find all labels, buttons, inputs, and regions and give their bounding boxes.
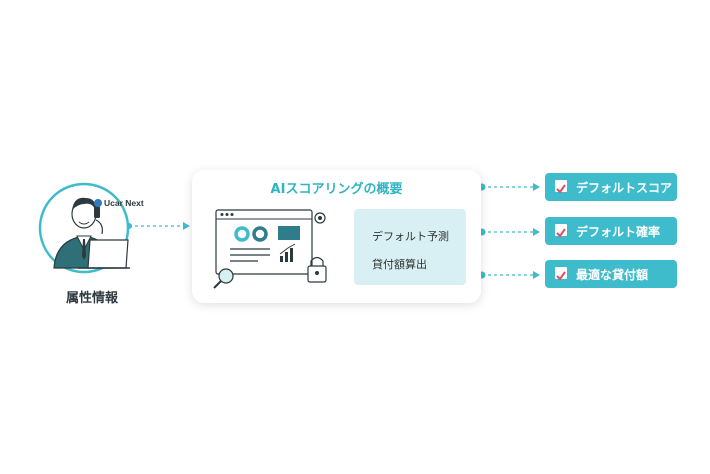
donut-chart-icon <box>252 226 268 242</box>
arrowhead-icon <box>533 183 540 191</box>
magnifier-icon <box>218 268 234 284</box>
arrowhead-icon <box>533 271 540 279</box>
checkbox-icon <box>555 180 567 194</box>
laptop-icon <box>87 239 129 269</box>
prediction-item: 貸付額算出 <box>372 258 427 271</box>
person-illustration: Ucar Next <box>38 176 146 280</box>
output-label: デフォルト確率 <box>576 225 661 239</box>
output-default-score: デフォルトスコア <box>545 173 677 201</box>
hair-icon <box>72 197 96 210</box>
output-default-probability: デフォルト確率 <box>545 217 677 245</box>
checkbox-icon <box>555 267 567 281</box>
phone-icon <box>94 206 100 218</box>
browser-window-icon <box>215 209 313 275</box>
card-title: AIスコアリングの概要 <box>270 182 403 197</box>
bar-chart-icon <box>280 256 283 262</box>
donut-chart-icon <box>234 226 250 242</box>
output-label: デフォルトスコア <box>576 181 673 195</box>
ucar-next-badge: Ucar Next <box>104 198 144 208</box>
panel-block-icon <box>278 226 300 240</box>
checkbox-icon <box>555 224 567 238</box>
input-label: 属性情報 <box>65 291 118 306</box>
dashboard-illustration <box>213 209 327 289</box>
ai-scoring-card: AIスコアリングの概要 デフォルト予測 貸付額算出 <box>192 170 481 303</box>
output-optimal-loan: 最適な貸付額 <box>545 260 677 288</box>
arrowhead-icon <box>183 222 190 230</box>
arrowhead-icon <box>533 228 540 236</box>
output-label: 最適な貸付額 <box>576 268 649 282</box>
prediction-item: デフォルト予測 <box>372 230 449 243</box>
prediction-panel: デフォルト予測 貸付額算出 <box>354 209 466 285</box>
